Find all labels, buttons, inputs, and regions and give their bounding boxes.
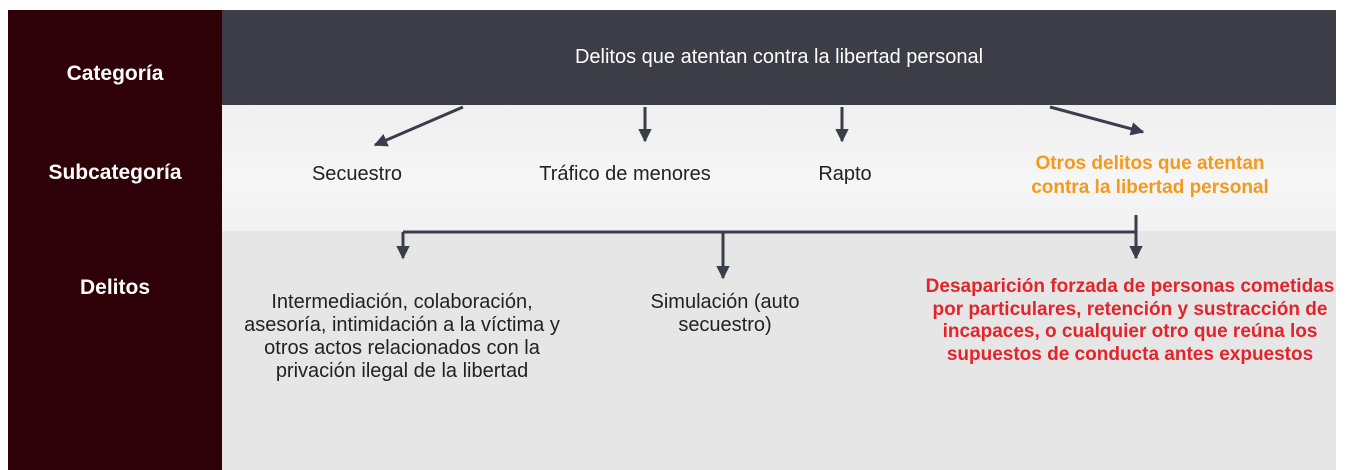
subcategory-band	[222, 105, 1336, 231]
category-band	[222, 10, 1336, 105]
arrow-to-otros	[1049, 105, 1145, 136]
category-title-text: Delitos que atentan contra la libertad p…	[574, 46, 984, 68]
row-label-subcategory: Subcategoría	[48, 161, 182, 184]
crime-intermediacion: Intermediación, colaboración, asesoría, …	[244, 291, 560, 382]
crimes-band	[222, 231, 1336, 470]
category-title: Delitos que atentan contra la libertad p…	[222, 10, 1336, 105]
subcategory-otros: Otros delitos que atentan contra la libe…	[1031, 153, 1269, 198]
crime-desaparicion: Desaparición forzada de personas cometid…	[925, 276, 1335, 365]
row-label-column: Categoría Subcategoría Delitos	[8, 10, 222, 470]
row-label-category: Categoría	[66, 62, 164, 85]
crime-simulacion: Simulación (auto secuestro)	[650, 291, 800, 336]
row-label-crimes: Delitos	[79, 276, 150, 299]
subcategory-trafico: Tráfico de menores	[539, 163, 711, 185]
arrow-to-secuestro	[373, 105, 464, 147]
subcategory-secuestro: Secuestro	[311, 163, 403, 185]
subcategory-rapto: Rapto	[818, 163, 872, 185]
